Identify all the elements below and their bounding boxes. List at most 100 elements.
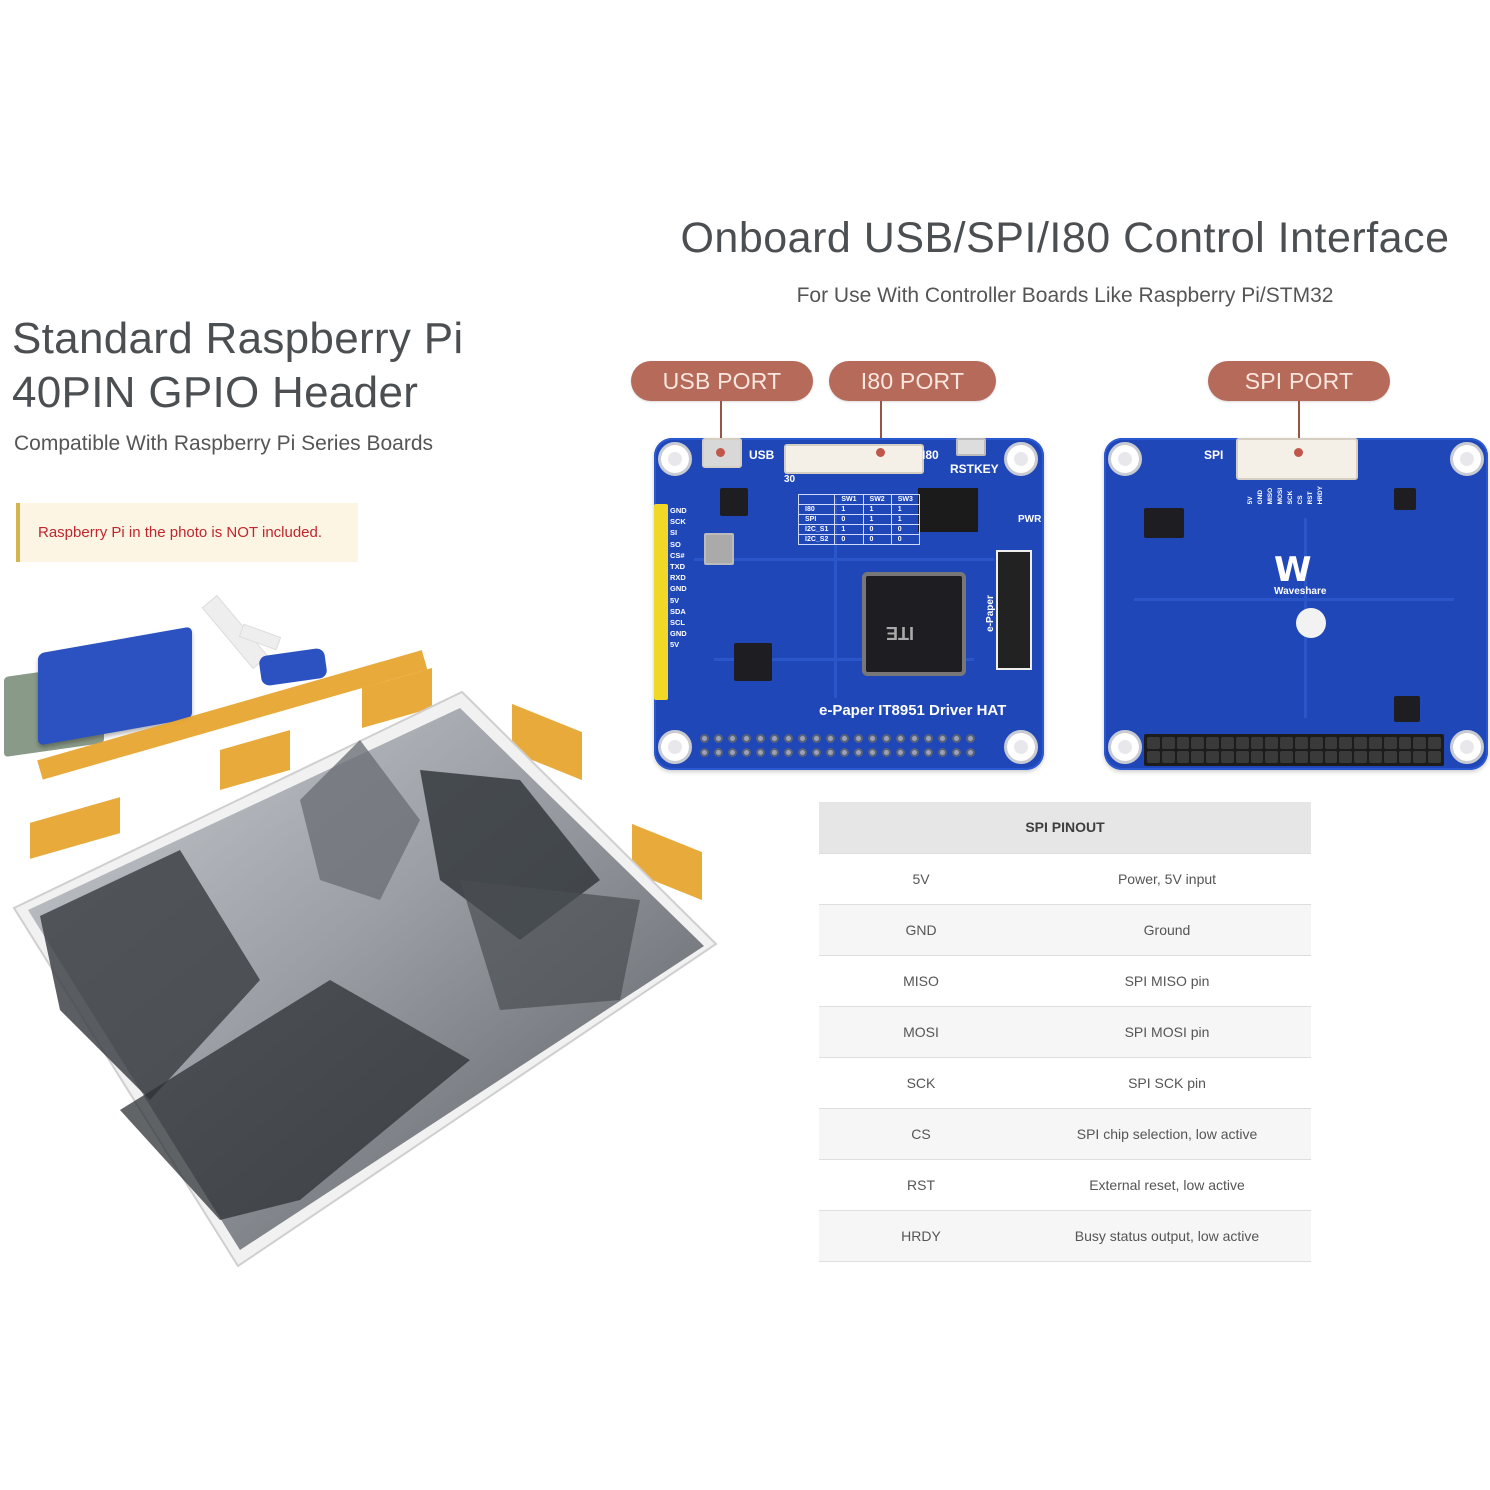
spi-pin-label: HRDY: [1317, 486, 1324, 505]
left-subtitle: Compatible With Raspberry Pi Series Boar…: [14, 432, 433, 455]
usb-pointer-dot: [716, 448, 725, 457]
switch-table-cell: 1: [862, 514, 892, 525]
spi-connector: [1236, 438, 1358, 480]
i80-leader-line: [880, 401, 882, 451]
spi-pin-label: GND: [1257, 489, 1264, 505]
gpio-label: SCL: [670, 617, 685, 627]
spi-pin-label: SCK: [1287, 490, 1294, 505]
spi-pin-label: MOSI: [1277, 487, 1284, 505]
rstkey-silk-label: RSTKEY: [950, 462, 999, 476]
left-title: Standard Raspberry Pi 40PIN GPIO Header: [12, 312, 463, 420]
dip-switch: [918, 488, 978, 532]
gpio-female-header: [1144, 734, 1444, 766]
regulator-chip: [1394, 696, 1420, 722]
gpio-label: CS#: [670, 550, 685, 560]
gpio-label: 5V: [670, 595, 680, 605]
it8951-driver-hat-board: USB 30 I80 RSTKEY PWR SW1 SW2 SW3 I80 1 …: [654, 438, 1044, 770]
note-text: Raspberry Pi in the photo is NOT include…: [38, 524, 323, 541]
switch-table-cell: SPI: [797, 514, 836, 525]
i80-port-label: I80 PORT: [829, 361, 996, 401]
right-title: Onboard USB/SPI/I80 Control Interface: [680, 214, 1450, 262]
gpio-label: SDA: [670, 606, 686, 616]
spi-leader-line: [1298, 401, 1300, 453]
pin-description: External reset, low active: [1023, 1158, 1311, 1210]
pin-description: Busy status output, low active: [1023, 1209, 1311, 1262]
switch-table-cell: 1: [834, 524, 864, 535]
switch-table-cell: I80: [797, 504, 836, 515]
spi-pointer-dot: [1294, 448, 1303, 457]
gpio-pin-row-2: [700, 748, 975, 757]
pin-name: RST: [819, 1158, 1023, 1210]
mount-hole: [1004, 442, 1038, 476]
pin-description: SPI MISO pin: [1023, 954, 1311, 1006]
hat-back-board: SPI 5V GND MISO MOSI SCK CS RST HRDY W W…: [1104, 438, 1488, 770]
spi-pin-silk: 5V GND MISO MOSI SCK CS RST HRDY: [1247, 486, 1324, 504]
gpio-label: RXD: [670, 573, 686, 583]
pcb-trace: [834, 498, 837, 698]
flash-chip: [720, 488, 748, 516]
left-title-line1: Standard Raspberry Pi: [12, 314, 464, 363]
switch-table-cell: I2C_S1: [797, 524, 836, 535]
usb-bridge-chip: [734, 643, 772, 681]
spi-pin-label: CS: [1297, 495, 1304, 505]
gpio-label: SO: [670, 539, 681, 549]
right-subtitle: For Use With Controller Boards Like Rasp…: [796, 284, 1334, 307]
board-name-silk: e-Paper IT8951 Driver HAT: [819, 702, 1007, 719]
pin-name: 5V: [819, 852, 1023, 904]
pcb-trace: [694, 558, 994, 561]
spi-pin-label: MISO: [1267, 487, 1274, 505]
usb-silk-label: USB: [749, 448, 775, 462]
ite-logo: ITE: [886, 623, 915, 643]
mount-hole: [658, 730, 692, 764]
mount-hole: [1004, 730, 1038, 764]
switch-table-cell: 0: [890, 524, 920, 535]
spi-port-label: SPI PORT: [1208, 361, 1390, 401]
gpio-pin-row-1: [700, 734, 975, 743]
pin-name: SCK: [819, 1056, 1023, 1108]
pin-description: Ground: [1023, 903, 1311, 955]
switch-table-cell: 1: [834, 504, 864, 515]
epaper-fpc-connector: [996, 550, 1032, 670]
switch-table-cell: 0: [862, 534, 892, 545]
pin-description: SPI chip selection, low active: [1023, 1107, 1311, 1159]
switch-table-header: SW3: [890, 494, 920, 505]
usb-leader-line: [720, 401, 722, 451]
gpio-silk-labels: GND SCK SI SO CS# TXD RXD GND 5V SDA SCL…: [670, 506, 687, 649]
mount-hole: [1108, 442, 1142, 476]
inductor: [704, 533, 734, 565]
gpio-label: 5V: [670, 640, 680, 650]
pin-description: Power, 5V input: [1023, 852, 1311, 904]
i80-port-text: I80 PORT: [860, 367, 965, 394]
pin-name: HRDY: [819, 1209, 1023, 1262]
pin-description: SPI MOSI pin: [1023, 1005, 1311, 1057]
pin-name: MOSI: [819, 1005, 1023, 1057]
pin-description: SPI SCK pin: [1023, 1056, 1311, 1108]
switch-table-cell: 1: [890, 504, 920, 515]
connector-pin-30: 30: [784, 474, 796, 485]
left-title-line2: 40PIN GPIO Header: [12, 368, 419, 417]
switch-table-header: SW2: [862, 494, 892, 505]
switch-config-table: SW1 SW2 SW3 I80 1 1 1 SPI 0 1 1 I2C_S1 1…: [797, 494, 920, 545]
spi-port-text: SPI PORT: [1244, 367, 1354, 394]
waveshare-silk-label: Waveshare: [1274, 586, 1327, 597]
gpio-label: GND: [670, 629, 687, 639]
gpio-label: GND: [670, 506, 687, 515]
mount-hole: [1450, 730, 1484, 764]
pinout-title: SPI PINOUT: [819, 802, 1311, 853]
waveshare-logo-icon: W: [1274, 550, 1312, 590]
usb-connector: [702, 438, 742, 468]
switch-table-header: [797, 494, 836, 505]
switch-table-cell: 1: [862, 504, 892, 515]
gpio-label: TXD: [670, 561, 685, 571]
switch-table-cell: 0: [862, 524, 892, 535]
yellow-pin-header: [654, 504, 668, 700]
pcb-trace: [714, 658, 974, 661]
mount-hole: [1450, 442, 1484, 476]
switch-table-cell: I2C_S2: [797, 534, 836, 545]
switch-table-cell: 0: [834, 514, 864, 525]
